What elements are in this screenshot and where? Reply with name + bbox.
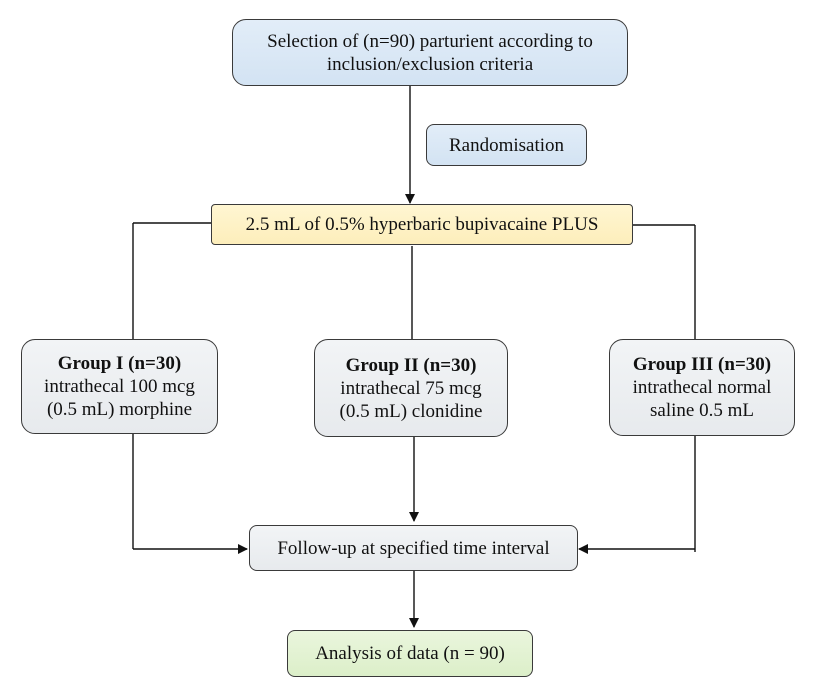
randomisation-box: Randomisation [426,124,587,166]
selection-box: Selection of (n=90) parturient according… [232,19,628,86]
group-2-box: Group II (n=30) intrathecal 75 mcg (0.5 … [314,339,508,437]
group-1-box: Group I (n=30) intrathecal 100 mcg (0.5 … [21,339,218,434]
base-drug-label: 2.5 mL of 0.5% hyperbaric bupivacaine PL… [245,214,599,235]
group-3-line-1: intrathecal normal [632,377,772,398]
group-1-line-1: intrathecal 100 mcg [44,376,195,397]
group-3-line-2: saline 0.5 mL [650,400,754,421]
randomisation-label: Randomisation [448,134,565,156]
group-1-line-2: (0.5 mL) morphine [46,399,193,420]
group-2-line-1: intrathecal 75 mcg [340,377,482,399]
followup-label: Follow-up at specified time interval [277,537,550,559]
group-3-title: Group III (n=30) [632,354,772,375]
group-1-title: Group I (n=30) [57,353,182,374]
analysis-label: Analysis of data (n = 90) [315,643,505,664]
group-3-box: Group III (n=30) intrathecal normal sali… [609,339,795,436]
base-drug-box: 2.5 mL of 0.5% hyperbaric bupivacaine PL… [211,204,633,245]
group-2-line-2: (0.5 mL) clonidine [339,400,483,422]
followup-box: Follow-up at specified time interval [249,525,578,571]
selection-line-2: inclusion/exclusion criteria [326,53,534,75]
group-2-title: Group II (n=30) [345,354,477,376]
selection-line-1: Selection of (n=90) parturient according… [267,30,593,52]
analysis-box: Analysis of data (n = 90) [287,630,533,677]
